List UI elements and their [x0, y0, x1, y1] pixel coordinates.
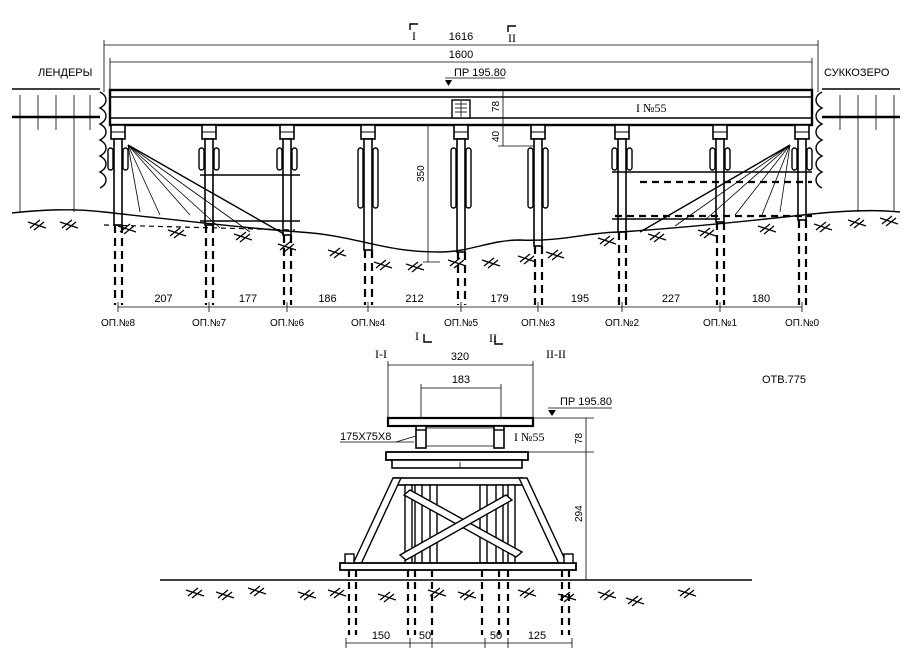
right-embankment [815, 88, 900, 212]
width-inner-label: 183 [452, 374, 470, 386]
section-mark-2-top: II [508, 31, 516, 45]
section-rail-level: ПР 195.80 [560, 396, 612, 408]
girder-span-label: 1600 [449, 49, 473, 61]
section-mark-1-top: I [412, 29, 416, 43]
pier-label: ОП.№0 [785, 318, 819, 329]
section-frame-height: 294 [574, 505, 585, 522]
bank-left-label: ЛЕНДЕРЫ [38, 67, 92, 79]
pier: ОП.№3 [521, 124, 555, 329]
section-deck-height: 78 [574, 432, 585, 444]
pier-label: ОП.№4 [351, 318, 385, 329]
left-embankment [12, 88, 107, 212]
pier: ОП.№7 [192, 124, 226, 329]
deck-height-label: 78 [491, 100, 502, 112]
cap-height-label: 40 [491, 130, 502, 142]
width-outer-label: 320 [451, 351, 469, 363]
section-beam-label: I №55 [514, 430, 544, 444]
bottom-dim-4: 125 [528, 630, 546, 642]
pier-label: ОП.№8 [101, 318, 135, 329]
section-mark-1-bottom: I [415, 329, 419, 343]
bottom-dim-2: 50 [419, 630, 431, 642]
pier-label: ОП.№1 [703, 318, 737, 329]
angle-label: 175X75X8 [340, 431, 391, 443]
span-label: 195 [571, 293, 589, 305]
dimension-overall: 1616 [103, 31, 819, 92]
section-mark-bottom: I II [415, 329, 503, 345]
bottom-dim-3: 50 [490, 630, 502, 642]
pier: ОП.№0 [785, 124, 819, 329]
section-piles [347, 570, 571, 635]
bracing-right [612, 144, 812, 233]
ground-hatch [27, 215, 899, 273]
span-label: 212 [405, 293, 423, 305]
bottom-dim-1: 150 [372, 630, 390, 642]
height-dims: 78 40 350 [416, 89, 540, 263]
span-label: 180 [752, 293, 770, 305]
span-label: 186 [318, 293, 336, 305]
bracing-left [103, 144, 300, 235]
section-mark-2-bottom: II [489, 331, 497, 345]
pier-label: ОП.№5 [444, 318, 478, 329]
span-dims: 207 177 186 212 179 195 227 180 [118, 293, 802, 308]
dimension-girder: 1600 [109, 49, 813, 92]
span-label: 179 [490, 293, 508, 305]
span-label: 227 [662, 293, 680, 305]
elevation-view: 1616 1600 I II ЛЕНДЕРЫ СУККОЗЕРО ПР 195.… [11, 23, 901, 345]
pier-label: ОП.№7 [192, 318, 226, 329]
girder: I №55 [108, 88, 814, 127]
piers: ОП.№8 ОП.№7 ОП.№6 ОП.№4 ОП.№5 ОП.№3 ОП.№2 ОП.№1… [101, 124, 819, 329]
rail-level-label: ПР 195.80 [454, 67, 506, 79]
section-title-2: II-II [546, 347, 566, 361]
span-label: 207 [154, 293, 172, 305]
beam-label: I №55 [636, 101, 666, 115]
bank-right-label: СУККОЗЕРО [824, 67, 890, 79]
span-label: 177 [239, 293, 257, 305]
cross-section-view: I-I II-II ОТВ.775 320 183 ПР 195.80 175X… [160, 347, 806, 648]
pier: ОП.№2 [605, 124, 639, 329]
pier-label: ОП.№2 [605, 318, 639, 329]
pier: ОП.№1 [703, 124, 737, 329]
section-title-1: I-I [375, 347, 387, 361]
reference-label: ОТВ.775 [762, 374, 806, 386]
section-mark-top: I II [409, 23, 516, 45]
overall-span-label: 1616 [449, 31, 473, 43]
pier-height-label: 350 [416, 165, 427, 182]
ground-profile [11, 209, 901, 253]
pier: ОП.№8 [101, 124, 135, 329]
rail-level-marker: ПР 195.80 [445, 67, 506, 86]
pier: ОП.№5 [444, 124, 478, 329]
pier-label: ОП.№6 [270, 318, 304, 329]
pier: ОП.№6 [270, 124, 304, 329]
section-ground-hatch [185, 585, 697, 607]
pier-label: ОП.№3 [521, 318, 555, 329]
pier: ОП.№4 [351, 124, 385, 329]
